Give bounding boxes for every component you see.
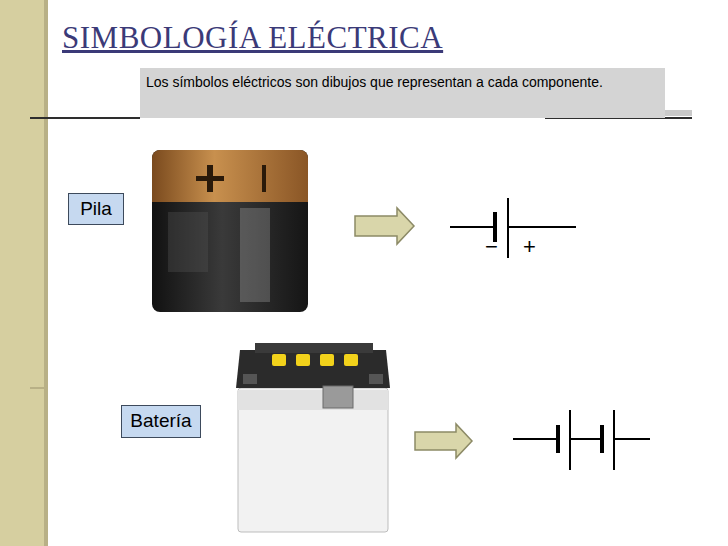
component-name: Pila xyxy=(80,199,112,220)
description-box: Los símbolos eléctricos son dibujos que … xyxy=(140,68,665,118)
side-bar xyxy=(0,0,48,546)
slide-title: SIMBOLOGÍA ELÉCTRICA xyxy=(62,20,443,56)
car-battery-photo xyxy=(236,343,390,532)
block-arrow xyxy=(355,208,472,458)
battery-symbol xyxy=(513,410,650,470)
component-name: Batería xyxy=(130,411,191,432)
polarity-sign: + xyxy=(523,236,536,258)
rule-lines xyxy=(30,110,692,388)
description-text: Los símbolos eléctricos son dibujos que … xyxy=(146,73,603,91)
polarity-sign: − xyxy=(485,236,498,258)
cell-symbol xyxy=(450,198,576,258)
label-box: Batería xyxy=(121,405,201,438)
label-box: Pila xyxy=(68,193,124,225)
battery-photo xyxy=(152,150,308,312)
